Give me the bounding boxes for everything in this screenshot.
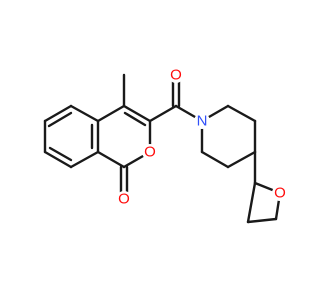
bond-oxolane-4 (246, 181, 257, 224)
bond-benzene-4 (69, 150, 100, 169)
oxolane-oxygen-bg (272, 185, 288, 201)
piperidine-nitrogen-label: N (197, 113, 208, 130)
amide-carbonyl-oxygen-bg (168, 67, 184, 83)
bond-benzene-1-inner (47, 111, 73, 128)
atom-labels: O O O N O (116, 67, 288, 208)
bond-c3-amide (148, 104, 178, 123)
lactone-carbonyl-oxygen-label: O (118, 191, 130, 208)
bond-benzene-5 (43, 150, 73, 169)
amide-carbonyl-oxygen-label: O (170, 67, 182, 84)
bond-c3-c4 (122, 104, 152, 123)
ring-oxygen-label: O (144, 144, 156, 161)
bond-c1-c8a (96, 150, 126, 169)
bond-c4p-c5 (226, 150, 257, 169)
bond-benzene-2 (69, 104, 100, 123)
piperidine-nitrogen-bg (194, 113, 210, 129)
lactone-carbonyl-oxygen-bg (116, 191, 132, 207)
ring-oxygen-bg (142, 144, 158, 160)
bond-oxolane-3 (246, 217, 278, 224)
oxolane-oxygen-label: O (274, 185, 286, 202)
bond-lines (43, 73, 282, 224)
bond-c5-c6 (200, 150, 230, 169)
bond-c4-c4a (96, 104, 126, 123)
chemical-structure-diagram: O O O N O (43, 66, 288, 224)
bond-benzene-5-inner (48, 146, 73, 162)
bond-c3-c4-inner (123, 111, 147, 127)
bond-c2-c3 (226, 104, 257, 123)
bond-benzene-1 (43, 104, 73, 123)
